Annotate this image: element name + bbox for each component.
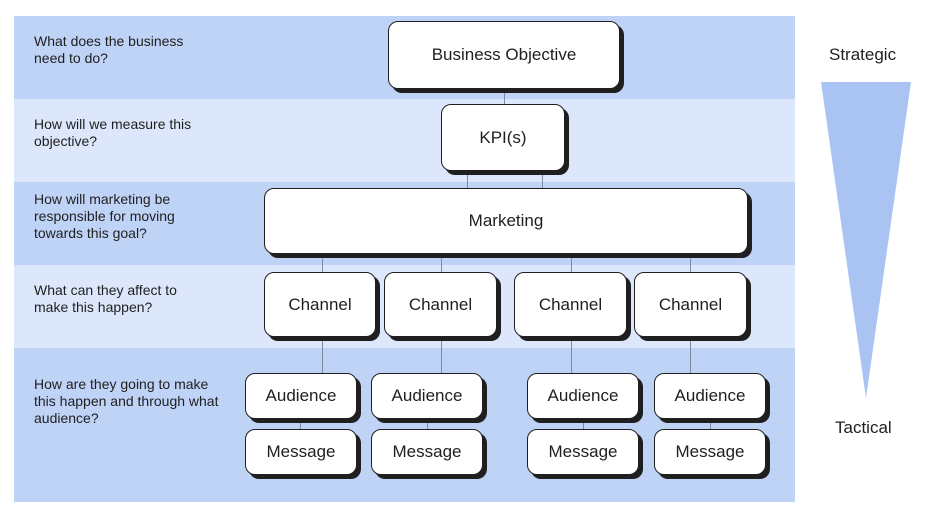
connector-channel-audience-2 bbox=[441, 336, 442, 374]
audience-box-3: Audience bbox=[527, 373, 639, 419]
kpi-box: KPI(s) bbox=[441, 104, 565, 171]
connector-channel-audience-1 bbox=[322, 336, 323, 374]
marketing-box: Marketing bbox=[264, 188, 748, 254]
channel-box-1: Channel bbox=[264, 272, 376, 337]
message-box-1: Message bbox=[245, 429, 357, 475]
message-box-3: Message bbox=[527, 429, 639, 475]
audience-box-2: Audience bbox=[371, 373, 483, 419]
question-level-3: How will marketing be responsible for mo… bbox=[34, 191, 175, 241]
business-objective-box: Business Objective bbox=[388, 21, 620, 89]
question-level-4: What can they affect to make this happen… bbox=[34, 282, 177, 315]
connector-marketing-channel-2 bbox=[441, 253, 442, 273]
strategic-label: Strategic bbox=[829, 45, 897, 64]
channel-box-2: Channel bbox=[384, 272, 497, 337]
connector-kpi-marketing-left bbox=[467, 170, 468, 189]
connector-audience-message-2 bbox=[427, 418, 428, 430]
connector-marketing-channel-3 bbox=[571, 253, 572, 273]
audience-box-4: Audience bbox=[654, 373, 766, 419]
connector-audience-message-4 bbox=[710, 418, 711, 430]
connector-audience-message-1 bbox=[300, 418, 301, 430]
connector-kpi-marketing-right bbox=[542, 170, 543, 189]
connector-marketing-channel-4 bbox=[690, 253, 691, 273]
tactical-label: Tactical bbox=[835, 418, 892, 437]
message-box-4: Message bbox=[654, 429, 766, 475]
band-measurement bbox=[14, 99, 795, 182]
connector-marketing-channel-1 bbox=[322, 253, 323, 273]
connector-objective-kpi bbox=[504, 88, 505, 105]
channel-box-4: Channel bbox=[634, 272, 747, 337]
connector-audience-message-3 bbox=[583, 418, 584, 430]
question-level-1: What does the business need to do? bbox=[34, 33, 184, 66]
question-level-2: How will we measure this objective? bbox=[34, 116, 192, 149]
question-level-5: How are they going to make this happen a… bbox=[34, 376, 219, 426]
connector-channel-audience-3 bbox=[571, 336, 572, 374]
connector-channel-audience-4 bbox=[690, 336, 691, 374]
audience-box-1: Audience bbox=[245, 373, 357, 419]
message-box-2: Message bbox=[371, 429, 483, 475]
funnel-triangle bbox=[821, 82, 911, 398]
channel-box-3: Channel bbox=[514, 272, 627, 337]
